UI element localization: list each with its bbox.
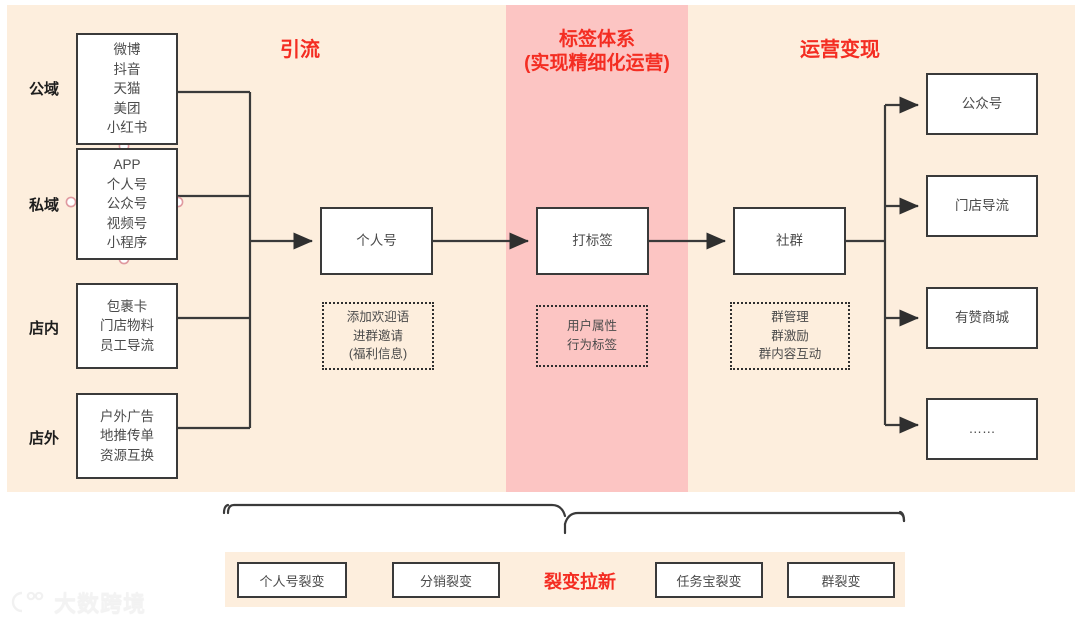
detail-box-community: 群管理 群激励 群内容互动 bbox=[730, 302, 850, 370]
node-box-personal-account[interactable]: 个人号 bbox=[320, 207, 433, 275]
source-item: 公众号 bbox=[106, 196, 148, 212]
output-box-store-traffic[interactable]: 门店导流 bbox=[926, 175, 1038, 237]
watermark-text: 大数跨境 bbox=[54, 591, 147, 616]
source-item: 小程序 bbox=[106, 235, 148, 251]
category-label-diannei: 店内 bbox=[28, 320, 59, 337]
bottom-brace-label: 裂变拉新 bbox=[544, 572, 616, 592]
detail-item: 进群邀请 bbox=[352, 328, 403, 343]
header-label-system-line1: 标签体系 bbox=[558, 29, 635, 50]
bottom-box-task-fission[interactable]: 任务宝裂变 bbox=[655, 562, 763, 598]
detail-item: 添加欢迎语 bbox=[346, 309, 410, 324]
detail-box-personal-account: 添加欢迎语 进群邀请 (福利信息) bbox=[322, 302, 434, 370]
detail-item: 群内容互动 bbox=[758, 347, 822, 362]
output-box-official-account[interactable]: 公众号 bbox=[926, 73, 1038, 135]
header-traffic: 引流 bbox=[280, 39, 320, 61]
source-box-diannei[interactable]: 包裹卡 门店物料 员工导流 bbox=[76, 283, 178, 369]
source-box-dianwai[interactable]: 户外广告 地推传单 资源互换 bbox=[76, 393, 178, 479]
source-item: 微博 bbox=[113, 42, 141, 58]
detail-item: 用户属性 bbox=[566, 319, 617, 334]
header-label-system: 标签体系 (实现精细化运营) bbox=[506, 28, 688, 76]
detail-box-tagging: 用户属性 行为标签 bbox=[536, 305, 648, 367]
category-label-dianwai: 店外 bbox=[28, 430, 59, 447]
source-item: 视频号 bbox=[106, 215, 148, 231]
output-box-more[interactable]: …… bbox=[926, 398, 1038, 460]
source-item: APP bbox=[113, 157, 141, 173]
source-item: 员工导流 bbox=[100, 337, 154, 353]
source-box-gongyu[interactable]: 微博 抖音 天猫 美团 小红书 bbox=[76, 33, 178, 145]
source-item: 美团 bbox=[113, 100, 141, 116]
watermark-logo-icon bbox=[11, 591, 44, 613]
source-item: 小红书 bbox=[106, 120, 148, 136]
source-item: 包裹卡 bbox=[106, 298, 148, 314]
watermark: 大数跨境 bbox=[8, 586, 146, 618]
header-monetization: 运营变现 bbox=[800, 39, 880, 61]
detail-item: 群管理 bbox=[771, 309, 809, 324]
header-label-system-line2: (实现精细化运营) bbox=[524, 52, 670, 74]
detail-item: 行为标签 bbox=[566, 338, 617, 352]
node-box-community[interactable]: 社群 bbox=[733, 207, 846, 275]
source-item: 抖音 bbox=[113, 61, 141, 77]
source-item: 门店物料 bbox=[100, 318, 154, 334]
bottom-box-group-fission[interactable]: 群裂变 bbox=[787, 562, 895, 598]
source-item: 个人号 bbox=[106, 176, 148, 192]
bottom-box-personal-fission[interactable]: 个人号裂变 bbox=[237, 562, 347, 598]
category-label-siyu: 私域 bbox=[28, 197, 59, 214]
category-label-gongyu: 公域 bbox=[28, 81, 59, 98]
detail-item: (福利信息) bbox=[348, 347, 408, 362]
source-item: 资源互换 bbox=[100, 447, 154, 463]
source-box-siyu[interactable]: APP 个人号 公众号 视频号 小程序 bbox=[76, 148, 178, 260]
detail-item: 群激励 bbox=[771, 328, 809, 343]
output-box-youzan-mall[interactable]: 有赞商城 bbox=[926, 287, 1038, 349]
source-item: 户外广告 bbox=[100, 408, 154, 424]
source-item: 地推传单 bbox=[100, 428, 154, 444]
node-box-tagging[interactable]: 打标签 bbox=[536, 207, 649, 275]
source-item: 天猫 bbox=[113, 81, 141, 97]
bottom-box-distribution-fission[interactable]: 分销裂变 bbox=[392, 562, 500, 598]
